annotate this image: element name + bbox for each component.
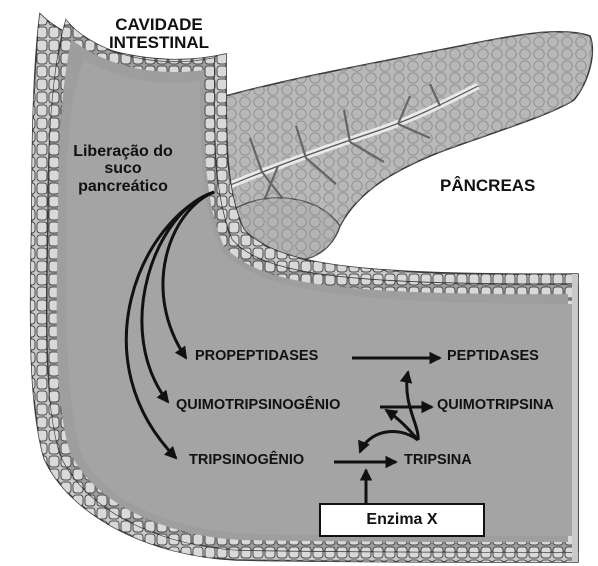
label-liberacao-line1: Liberação do xyxy=(58,143,188,160)
label-liberacao-line3: pancreático xyxy=(58,178,188,195)
label-cavidade-intestinal: CAVIDADE INTESTINAL xyxy=(96,16,222,53)
enzima-x-box: Enzima X xyxy=(319,503,485,537)
label-cavidade-line1: CAVIDADE xyxy=(96,16,222,34)
label-quimotripsina: QUIMOTRIPSINA xyxy=(437,398,554,414)
enzima-x-label: Enzima X xyxy=(366,511,437,529)
pancreas-organ xyxy=(214,32,593,261)
label-tripsinogenio: TRIPSINOGÊNIO xyxy=(189,453,304,469)
label-propeptidases: PROPEPTIDASES xyxy=(195,349,318,365)
label-pancreas: PÂNCREAS xyxy=(440,177,535,195)
label-tripsina: TRIPSINA xyxy=(404,453,472,469)
label-quimotripsinogenio: QUIMOTRIPSINOGÊNIO xyxy=(176,398,340,414)
label-liberacao: Liberação do suco pancreático xyxy=(58,143,188,195)
label-cavidade-line2: INTESTINAL xyxy=(96,34,222,52)
label-peptidases: PEPTIDASES xyxy=(447,349,539,365)
label-liberacao-line2: suco xyxy=(58,160,188,177)
